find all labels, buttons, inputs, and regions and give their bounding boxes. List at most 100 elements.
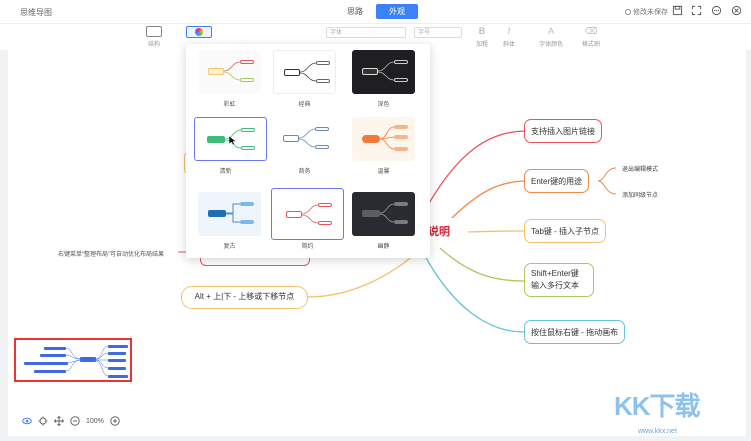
structure-button[interactable]: 结构 [146,26,162,48]
theme-thumb [271,188,344,240]
theme-name: 复古 [223,244,236,250]
thumb-lines [301,204,319,224]
fit-view-icon[interactable] [38,416,48,426]
zoom-out-icon[interactable] [70,416,80,426]
font-size-select[interactable]: 字号 [414,27,462,38]
minimap-node [34,370,66,373]
theme-name: 彩虹 [223,102,236,108]
minimap-node [108,367,126,370]
theme-retro[interactable]: 复古 [198,192,261,250]
node-right-drag[interactable]: 按住鼠标右键 - 拖动画布 [524,320,626,344]
thumb-leaf [240,202,254,206]
thumb-leaf [394,202,408,206]
zoom-in-icon[interactable] [110,416,120,426]
tab-appearance[interactable]: 外观 [376,4,418,19]
save-icon[interactable] [672,5,683,16]
theme-thumb [352,192,415,236]
style-button[interactable] [186,26,212,38]
minimap-node [108,345,128,348]
minimap[interactable] [14,338,132,382]
theme-name: 经典 [298,102,311,108]
italic-button[interactable]: I 斜体 [503,26,515,48]
tab-outline[interactable]: 思路 [347,7,363,16]
eye-icon[interactable] [22,416,32,426]
center-topic[interactable]: 说明 [424,218,468,246]
minimap-node [44,347,66,350]
minimap-node [24,362,68,365]
node-shift-enter[interactable]: Shift+Enter键 输入多行文本 [524,263,594,297]
theme-thumb [198,192,261,236]
theme-name: 简约 [301,244,314,250]
bold-button[interactable]: B 加粗 [476,26,488,48]
thumb-leaf [394,135,408,139]
theme-business[interactable]: 商务 [273,117,336,175]
watermark-url: www.kkx.net [638,428,677,435]
thumb-center [362,210,380,217]
app-title: 思维导图 [20,8,52,17]
hidden-node-edge-bottom [200,256,310,266]
thumb-center [284,69,300,76]
theme-thumb [352,117,415,161]
theme-name: 温馨 [377,169,390,175]
theme-fresh[interactable]: 清新 [194,117,267,175]
unsaved-status: 修改未保存 [625,7,668,17]
theme-rainbow[interactable]: 彩虹 [198,50,261,108]
font-family-select[interactable]: 字体 [326,27,406,38]
theme-name: 深色 [377,102,390,108]
text-color-button[interactable]: A 字体颜色 [539,26,563,48]
node-exit-edit[interactable]: 退出编辑模式 [622,167,659,173]
thumb-lines [379,203,395,223]
theme-thumb [352,50,415,94]
node-tab-key[interactable]: Tab键 - 插入子节点 [524,219,607,243]
palette-icon [195,28,203,36]
theme-name: 幽静 [377,244,390,250]
theme-name: 清新 [219,169,232,175]
minimap-node [108,375,128,378]
thumb-center [208,68,224,75]
thumb-leaf [394,125,408,129]
thumb-leaf [240,78,254,82]
bottom-controls: 100% [22,416,120,426]
thumb-lines [379,126,395,150]
theme-thumb [273,50,336,94]
theme-thumb [194,117,267,161]
style-panel: 彩虹 经典 深色 清新 [186,44,430,258]
top-bar: 思维导图 思路 外观 修改未保存 [0,0,751,24]
minimap-center [80,357,96,362]
close-icon[interactable] [731,5,742,16]
zoom-level: 100% [86,417,104,425]
node-enter-key[interactable]: Enter键的用途 [524,169,590,193]
theme-dark[interactable]: 深色 [352,50,415,108]
thumb-leaf [240,60,254,64]
more-icon[interactable] [711,5,722,16]
theme-simple[interactable]: 简约 [271,188,344,250]
unsaved-text: 修改未保存 [633,9,668,16]
theme-quiet[interactable]: 幽静 [352,192,415,250]
watermark-logo: KK下载 [614,391,701,421]
thumb-center [362,135,380,143]
thumb-leaf [394,147,408,151]
minimap-node [108,352,126,355]
node-alt-updown[interactable]: Alt + 上|下 - 上移或下移节点 [181,286,308,309]
minimap-node [40,354,66,357]
structure-icon [146,26,162,37]
info-icon [625,9,631,15]
node-add-sibling[interactable]: 添加同级节点 [622,193,659,199]
maximize-icon[interactable] [691,5,702,16]
thumb-center [207,136,225,143]
thumb-center [208,210,226,217]
thumb-center [362,68,378,75]
thumb-lines [223,61,241,81]
thumb-leaf [394,60,408,64]
thumb-center [286,211,302,218]
theme-classic[interactable]: 经典 [273,50,336,108]
format-brush-label: 格式刷 [582,42,601,48]
thumb-leaf [241,128,255,132]
brush-icon: ⌫ [584,26,598,36]
node-insert-image[interactable]: 支持插入图片链接 [524,119,602,143]
move-icon[interactable] [54,416,64,426]
thumb-leaf [316,61,330,65]
format-brush-button[interactable]: ⌫ 格式刷 [582,26,600,48]
theme-thumb [198,50,261,94]
theme-warm[interactable]: 温馨 [352,117,415,175]
